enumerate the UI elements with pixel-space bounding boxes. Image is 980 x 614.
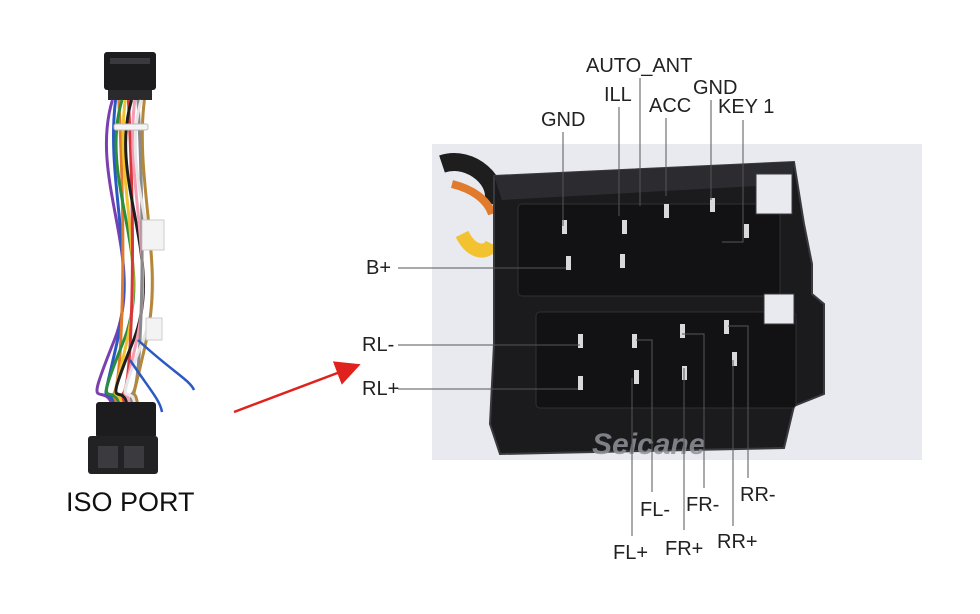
pin-contact	[562, 220, 567, 234]
pin-label-auto-ant: AUTO_ANT	[586, 55, 693, 77]
pin-contact	[664, 204, 669, 218]
pin-contact	[622, 220, 627, 234]
pin-label-rr-plus: RR+	[717, 531, 758, 553]
harness-pigtail	[137, 339, 196, 391]
pin-contact	[578, 334, 583, 348]
pin-label-gnd-2: GND	[693, 77, 738, 99]
pin-contact	[732, 352, 737, 366]
harness-pigtail	[128, 359, 164, 413]
pin-label-ill: ILL	[604, 84, 632, 106]
pin-contact	[620, 254, 625, 268]
pin-contact	[724, 320, 729, 334]
pin-label-fr-minus: FR-	[686, 494, 720, 516]
harness-bottom-connector	[96, 402, 156, 438]
pin-label-rl-plus: RL+	[362, 378, 400, 400]
pin-label-key1: KEY 1	[718, 96, 775, 118]
pin-contact	[682, 366, 687, 380]
pin-contact	[632, 334, 637, 348]
wire-tag	[145, 317, 163, 341]
pin-label-rl-minus: RL-	[362, 334, 395, 356]
wire-tag	[141, 219, 165, 251]
upper-pin-bay	[517, 203, 781, 297]
pin-contact	[680, 324, 685, 338]
pin-contact	[578, 376, 583, 390]
pin-contact	[710, 198, 715, 212]
pin-label-rr-minus: RR-	[740, 484, 776, 506]
cable-tie	[113, 123, 149, 131]
pin-label-fl-minus: FL-	[640, 499, 670, 521]
pin-label-acc: ACC	[649, 95, 692, 117]
pin-contact	[634, 370, 639, 384]
harness-top-connector	[104, 52, 156, 90]
harness-wires	[95, 99, 196, 413]
iso-port-caption: ISO PORT	[66, 487, 195, 517]
watermark-text: Seicane	[592, 428, 705, 460]
lower-pin-bay	[535, 311, 797, 409]
pin-label-b-plus: B+	[366, 257, 392, 279]
pin-label-gnd: GND	[541, 109, 586, 131]
pin-label-fr-plus: FR+	[665, 538, 704, 560]
pin-contact	[566, 256, 571, 270]
wiring-harness-image	[88, 52, 196, 474]
pin-contact	[744, 224, 749, 238]
iso-connector-photo: Seicane	[432, 144, 922, 460]
pin-label-fl-plus: FL+	[613, 542, 649, 564]
